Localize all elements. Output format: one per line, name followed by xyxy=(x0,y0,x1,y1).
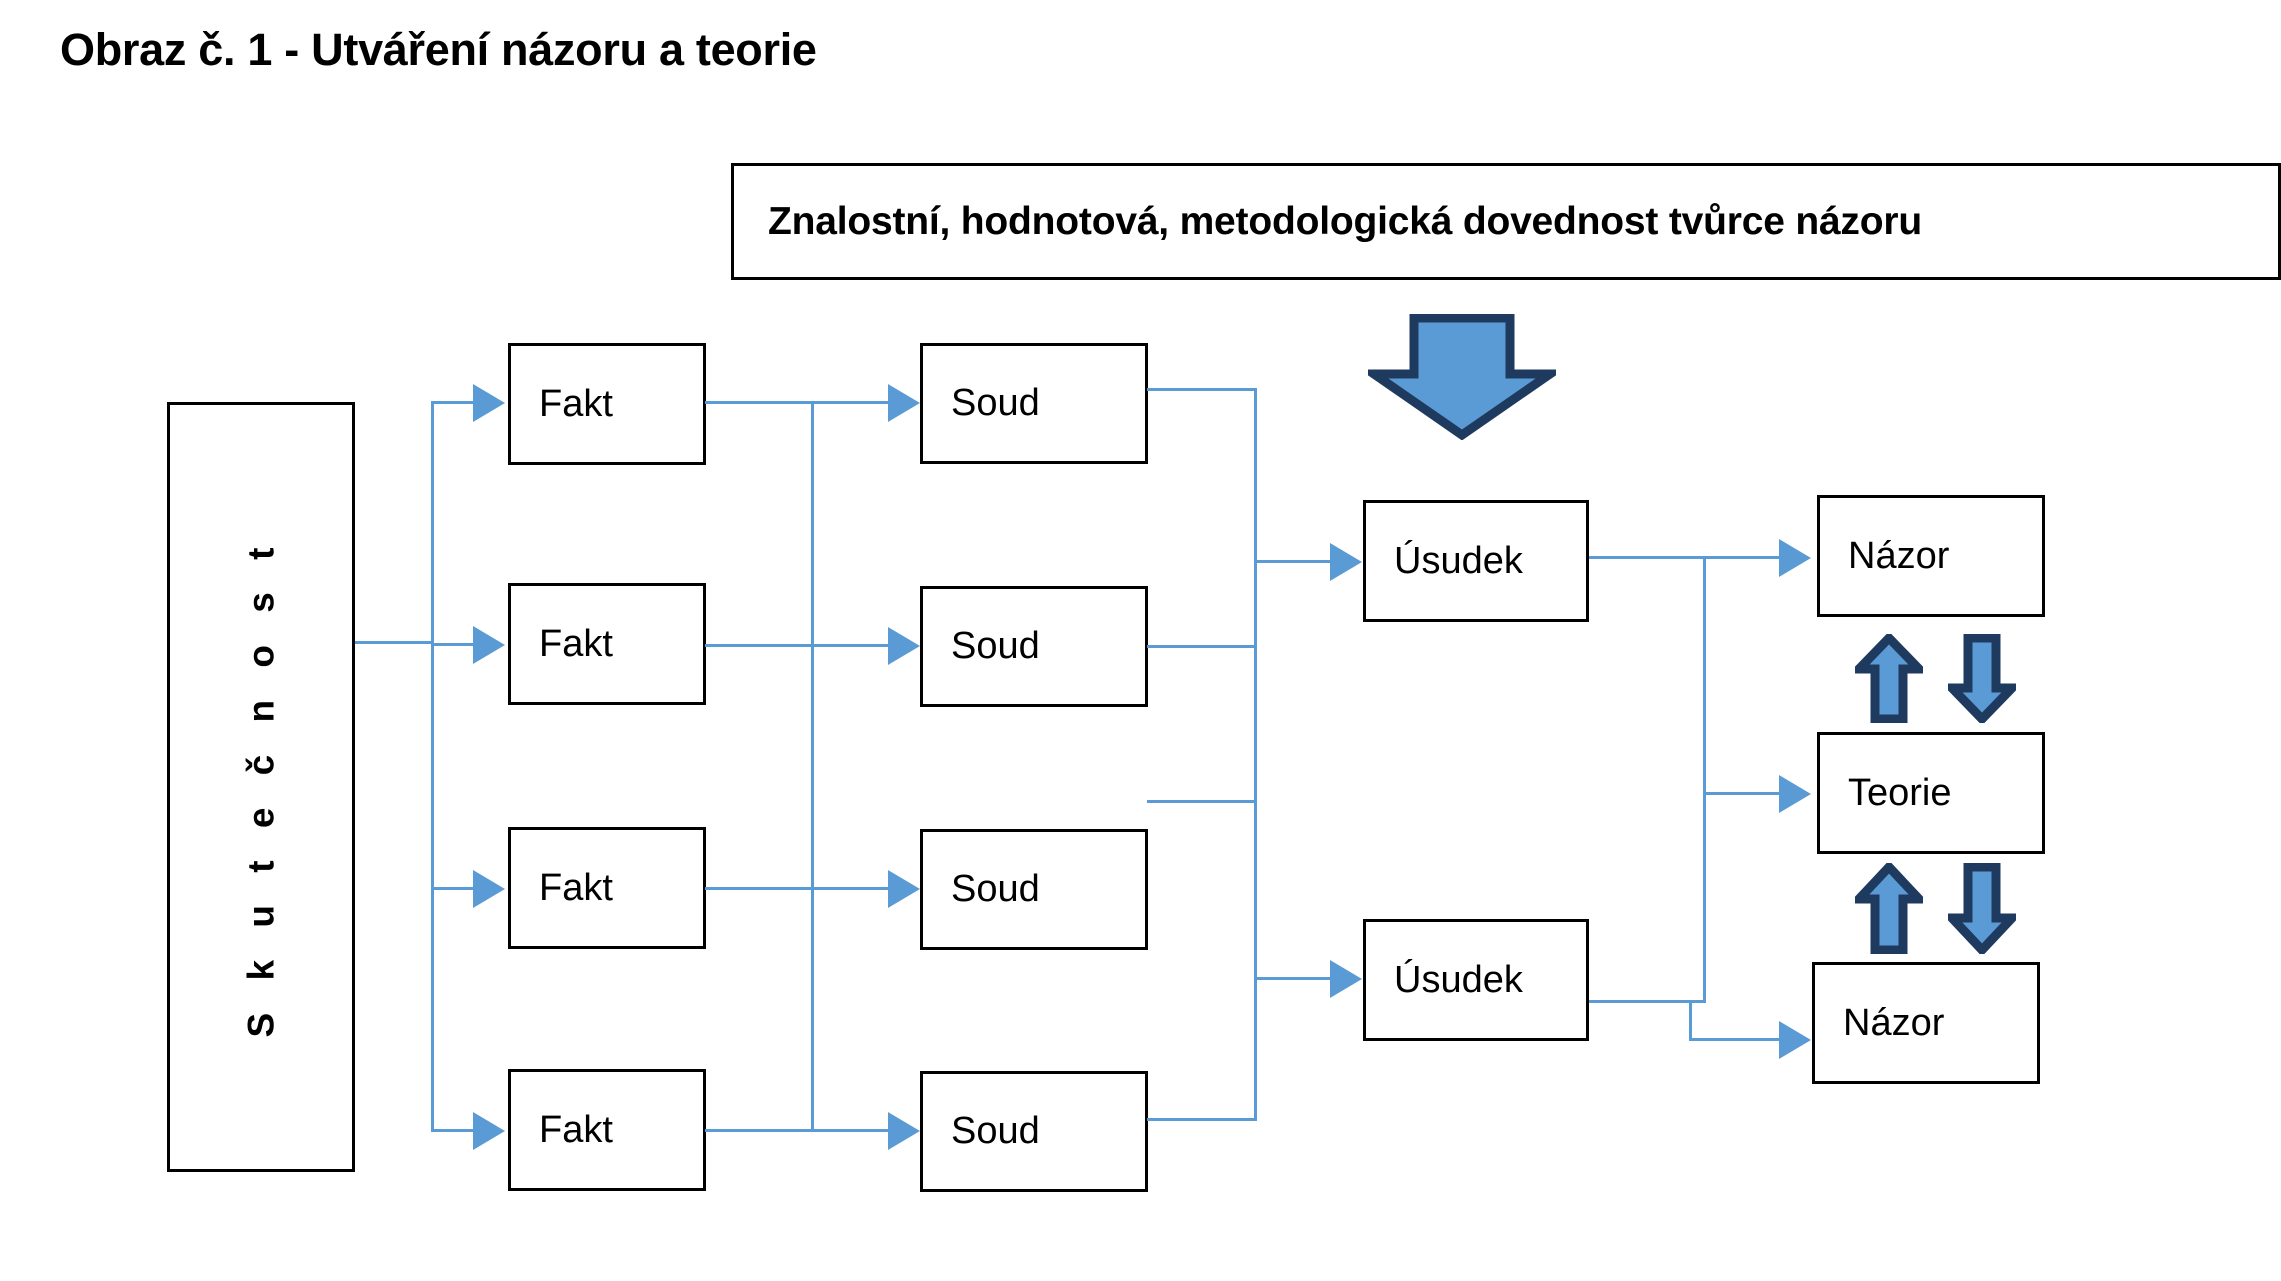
usudek-box-1: Úsudek xyxy=(1363,500,1589,622)
connector-to-fakt-1 xyxy=(431,401,477,404)
soud-label-2: Soud xyxy=(951,625,1040,667)
skill-banner-label: Znalostní, hodnotová, metodologická dove… xyxy=(768,199,1922,243)
arrowhead-fakt-2 xyxy=(473,626,505,664)
soud-box-1: Soud xyxy=(920,343,1148,464)
connector-soud-bus xyxy=(811,401,814,1131)
fakt-box-2: Fakt xyxy=(508,583,706,705)
arrowhead-soud-3 xyxy=(888,870,920,908)
fakt-label-3: Fakt xyxy=(539,866,613,909)
usudek-label-1: Úsudek xyxy=(1394,539,1523,582)
arrowhead-teorie xyxy=(1779,775,1811,813)
connector-usudek2-out xyxy=(1589,1000,1706,1003)
soud-box-3: Soud xyxy=(920,829,1148,950)
page-title: Obraz č. 1 - Utváření názoru a teorie xyxy=(60,24,817,75)
connector-soud2-out xyxy=(1147,645,1257,648)
soud-box-4: Soud xyxy=(920,1071,1148,1192)
connector-to-usudek-1 xyxy=(1254,560,1334,563)
fakt-label-2: Fakt xyxy=(539,622,613,665)
nazor-label-1: Názor xyxy=(1848,534,1950,577)
nazor-box-1: Názor xyxy=(1817,495,2045,617)
teorie-to-nazor-down-arrow xyxy=(1948,634,2016,723)
connector-fakt3-to-soud3 xyxy=(705,887,903,890)
arrowhead-soud-4 xyxy=(888,1112,920,1150)
connector-fakt4-to-soud4 xyxy=(705,1129,903,1132)
connector-to-fakt-2 xyxy=(431,643,477,646)
fakt-label-4: Fakt xyxy=(539,1108,613,1151)
connector-usudek-bus xyxy=(1254,388,1257,1121)
connector-soud3-out xyxy=(1147,800,1257,803)
soud-label-4: Soud xyxy=(951,1110,1040,1152)
connector-to-nazor-2 xyxy=(1689,1038,1783,1041)
arrowhead-fakt-3 xyxy=(473,870,505,908)
soud-box-2: Soud xyxy=(920,586,1148,707)
connector-to-teorie xyxy=(1703,792,1783,795)
soud-label-1: Soud xyxy=(951,382,1040,424)
soud-label-3: Soud xyxy=(951,868,1040,910)
usudek-label-2: Úsudek xyxy=(1394,958,1523,1001)
arrowhead-fakt-1 xyxy=(473,384,505,422)
connector-usudek1-out xyxy=(1589,556,1706,559)
skill-banner-box: Znalostní, hodnotová, metodologická dove… xyxy=(731,163,2281,280)
connector-outcome-bus xyxy=(1703,556,1706,1003)
fakt-box-3: Fakt xyxy=(508,827,706,949)
fakt-box-1: Fakt xyxy=(508,343,706,465)
fakt-box-4: Fakt xyxy=(508,1069,706,1191)
connector-soud1-out xyxy=(1147,388,1257,391)
arrowhead-nazor-1 xyxy=(1779,539,1811,577)
connector-fakt2-to-soud2 xyxy=(705,644,903,647)
skill-input-arrow xyxy=(1368,314,1556,440)
arrowhead-nazor-2 xyxy=(1779,1021,1811,1059)
arrowhead-usudek-1 xyxy=(1330,543,1362,581)
connector-to-usudek-2 xyxy=(1254,977,1334,980)
arrowhead-fakt-4 xyxy=(473,1112,505,1150)
connector-soud4-out xyxy=(1147,1118,1257,1121)
nazor-label-2: Názor xyxy=(1843,1001,1945,1044)
arrowhead-soud-2 xyxy=(888,627,920,665)
teorie-to-nazor2-up-arrow xyxy=(1855,863,1923,954)
fakt-label-1: Fakt xyxy=(539,382,613,425)
teorie-label: Teorie xyxy=(1848,771,1952,814)
source-box-skutecnost: S k u t e č n o s t xyxy=(167,402,355,1172)
teorie-box: Teorie xyxy=(1817,732,2045,854)
arrowhead-soud-1 xyxy=(888,384,920,422)
source-label: S k u t e č n o s t xyxy=(240,536,282,1038)
connector-to-fakt-3 xyxy=(431,887,477,890)
connector-to-nazor-1 xyxy=(1703,556,1783,559)
usudek-box-2: Úsudek xyxy=(1363,919,1589,1041)
connector-fakt1-to-soud1 xyxy=(705,401,903,404)
connector-nazor2-drop xyxy=(1689,1000,1692,1040)
nazor-box-2: Názor xyxy=(1812,962,2040,1084)
nazor2-to-teorie-down-arrow xyxy=(1948,863,2016,954)
connector-source-stub xyxy=(355,641,434,644)
connector-fact-bus xyxy=(431,401,434,1132)
nazor-to-teorie-up-arrow xyxy=(1855,634,1923,723)
connector-to-fakt-4 xyxy=(431,1129,477,1132)
arrowhead-usudek-2 xyxy=(1330,960,1362,998)
